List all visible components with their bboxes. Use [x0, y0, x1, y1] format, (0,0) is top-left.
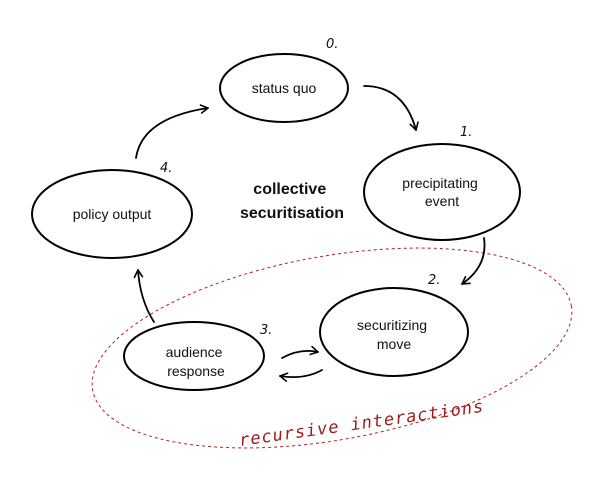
label-precipitating-event: precipitating event	[402, 175, 481, 209]
label-audience-response: audience response	[166, 344, 227, 379]
arrow-status-to-event	[363, 85, 419, 131]
node-policy-output	[31, 169, 193, 259]
node-precipitating-event	[363, 143, 521, 241]
node-audience-response	[123, 321, 265, 391]
step-number-2: 2.	[428, 273, 440, 288]
recursive-interactions-region	[91, 247, 573, 449]
arrow-audience-to-move	[281, 345, 319, 359]
arrow-event-to-move	[461, 237, 486, 285]
step-number-0: 0.	[326, 37, 338, 52]
region-label-recursive-interactions: recursive interactions	[238, 397, 486, 451]
step-number-1: 1.	[460, 125, 472, 140]
arrow-audience-to-policy	[133, 269, 155, 323]
arrow-move-to-audience	[279, 369, 323, 382]
label-policy-output: policy output	[73, 206, 152, 222]
label-status-quo: status quo	[252, 80, 317, 96]
node-status-quo	[219, 53, 349, 123]
step-number-3: 3.	[260, 323, 272, 338]
diagram-title: collective securitisation	[240, 181, 344, 222]
label-securitizing-move: securitizing move	[357, 317, 431, 352]
node-securitizing-move	[319, 287, 469, 377]
step-number-4: 4.	[160, 161, 172, 176]
arrow-policy-to-status	[135, 104, 209, 159]
